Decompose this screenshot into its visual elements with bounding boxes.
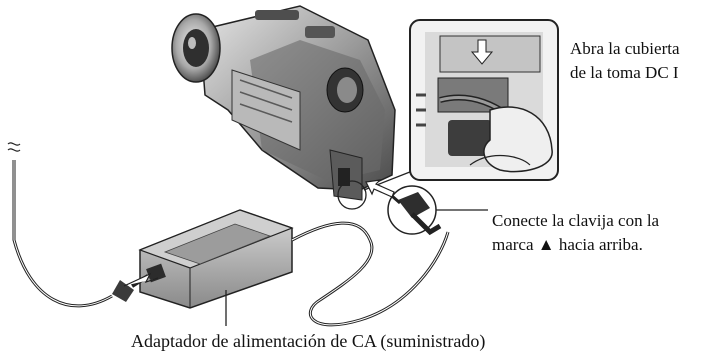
connect-plug-caption-line2: marca ▲ hacia arriba. <box>492 235 643 254</box>
insert-arrow-icon <box>365 179 395 198</box>
open-cover-caption-line1: Abra la cubierta <box>570 39 680 58</box>
connect-plug-caption-line1: Conecte la clavija con la <box>492 211 660 230</box>
ac-adapter-illustration <box>7 142 450 327</box>
adapter-caption: Adaptador de alimentación de CA (suminis… <box>131 331 486 351</box>
jack-closeup-illustration <box>409 19 559 181</box>
camcorder-illustration <box>171 5 396 201</box>
plug-illustration <box>387 185 488 236</box>
open-cover-caption-line2: de la toma DC I <box>570 63 679 82</box>
